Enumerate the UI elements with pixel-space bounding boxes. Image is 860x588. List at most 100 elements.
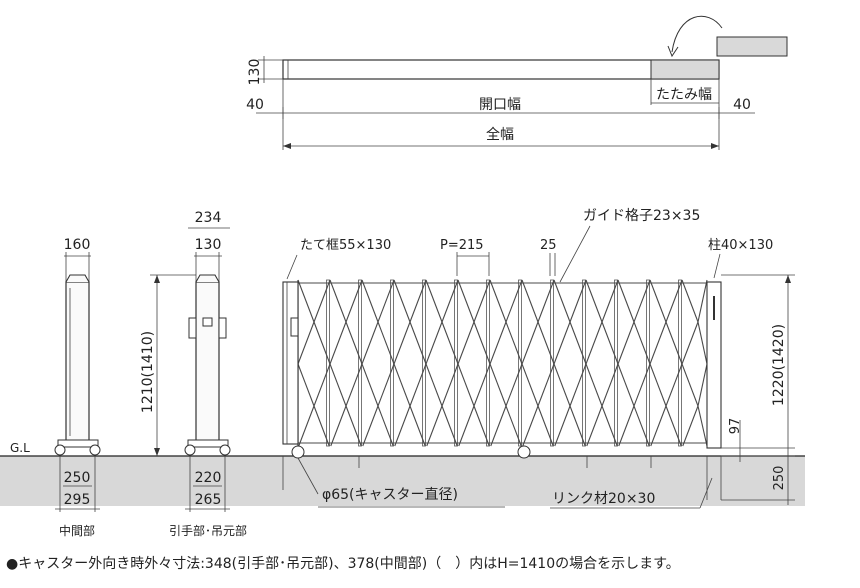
plan-view: 130 40 開口幅 たたみ幅 40 全幅 xyxy=(246,15,788,150)
link-bar xyxy=(537,363,555,407)
link-bar xyxy=(489,363,507,407)
link-bar xyxy=(505,321,523,365)
footnote: ●キャスター外向き時外々寸法:348(引手部･吊元部)、378(中間部)（ ）内… xyxy=(6,556,680,572)
post1-width-dim: 160 xyxy=(64,237,91,253)
link-bar xyxy=(537,405,554,447)
link-bar xyxy=(617,363,635,407)
link-bar xyxy=(505,405,522,447)
link-bar xyxy=(521,363,539,407)
post1-body xyxy=(65,281,90,443)
post2-base-dim-220: 220 xyxy=(195,470,222,486)
post2-height-dim: 1210(1410) xyxy=(140,331,156,413)
link-bar xyxy=(330,405,347,447)
link-bar xyxy=(393,321,411,365)
link-bar xyxy=(521,279,539,323)
link-bar xyxy=(553,363,571,407)
link-bar xyxy=(426,405,443,447)
plan-dim-130: 130 xyxy=(247,59,263,86)
ground-level-label: G.L xyxy=(10,441,30,455)
link-bar xyxy=(649,279,667,323)
folded-section-moved xyxy=(716,36,788,57)
link-bar xyxy=(585,363,603,407)
link-bar xyxy=(617,321,635,365)
post2-inner-width-dim: 130 xyxy=(195,237,222,253)
gate-height-dim: 1220(1420) xyxy=(771,324,787,406)
link-bar xyxy=(649,321,667,365)
link-lattice xyxy=(297,279,708,447)
link-bar xyxy=(665,363,683,407)
link-bar xyxy=(441,405,458,447)
post2-outer-width-dim: 234 xyxy=(195,210,222,226)
link-bar xyxy=(298,405,315,447)
end-post: 234 130 1210(1410) 220 265 引手部･吊元部 xyxy=(140,210,247,538)
link-bar xyxy=(601,321,619,365)
link-bar xyxy=(618,405,635,447)
link-bar xyxy=(473,279,491,323)
link-bar xyxy=(649,363,667,407)
link-bar xyxy=(682,405,699,447)
plan-dim-40-left: 40 xyxy=(246,97,264,113)
link-bar xyxy=(441,363,459,407)
link-bar xyxy=(601,279,619,323)
link-bar xyxy=(617,279,635,323)
gate-elevation: たて框55×130 P=215 25 ガイド格子23×35 柱40×130 12… xyxy=(282,208,795,509)
link-bar xyxy=(425,363,443,407)
link-bar xyxy=(345,405,362,447)
link-bar xyxy=(313,279,331,323)
link-bar xyxy=(393,363,411,407)
link-bar xyxy=(297,321,315,365)
link-bar xyxy=(633,321,651,365)
link-bar xyxy=(697,279,708,323)
link-bar xyxy=(345,279,363,323)
dim-250: 250 xyxy=(772,466,787,491)
link-bar xyxy=(569,363,587,407)
link-bar xyxy=(601,363,619,407)
post1-base-dim-250: 250 xyxy=(64,470,91,486)
link-bar xyxy=(537,321,555,365)
link-label: リンク材20×30 xyxy=(552,491,655,507)
link-bar xyxy=(553,321,571,365)
link-bar xyxy=(457,363,475,407)
link-bar xyxy=(554,405,571,447)
link-bar xyxy=(537,279,555,323)
link-bar xyxy=(361,363,379,407)
link-bar xyxy=(313,321,331,365)
link-bar xyxy=(329,363,347,407)
link-bar xyxy=(329,279,347,323)
link-bar xyxy=(329,321,347,365)
link-bar xyxy=(441,279,459,323)
link-bar xyxy=(697,405,708,447)
plan-folded-width: たたみ幅 xyxy=(656,87,712,103)
link-bar xyxy=(425,279,443,323)
link-bar xyxy=(345,321,363,365)
link-bar xyxy=(681,279,699,323)
link-bar xyxy=(665,279,683,323)
post1-label: 中間部 xyxy=(59,523,95,538)
link-bar xyxy=(473,321,491,365)
link-bar xyxy=(377,363,395,407)
link-bar xyxy=(377,405,394,447)
fold-arrow-icon xyxy=(671,15,723,53)
link-bar xyxy=(345,363,363,407)
link-bar xyxy=(313,405,330,447)
link-bar xyxy=(505,279,523,323)
link-bar xyxy=(489,321,507,365)
link-bar xyxy=(394,405,411,447)
link-bar xyxy=(441,321,459,365)
post1-base-dim-295: 295 xyxy=(64,492,91,508)
caster-label: φ65(キャスター直径) xyxy=(322,486,458,503)
pillar-label: 柱40×130 xyxy=(708,238,773,253)
link-bar xyxy=(313,363,331,407)
link-bar xyxy=(458,405,475,447)
link-bar xyxy=(665,405,682,447)
plan-dim-40-right: 40 xyxy=(733,97,751,113)
right-pillar xyxy=(706,281,722,449)
post2-label: 引手部･吊元部 xyxy=(169,523,247,538)
link-bar xyxy=(297,363,315,407)
link-bar xyxy=(650,405,667,447)
link-bar xyxy=(490,405,507,447)
link-bar xyxy=(633,279,651,323)
dim-97: 97 xyxy=(728,418,743,435)
caster-left xyxy=(291,445,305,459)
